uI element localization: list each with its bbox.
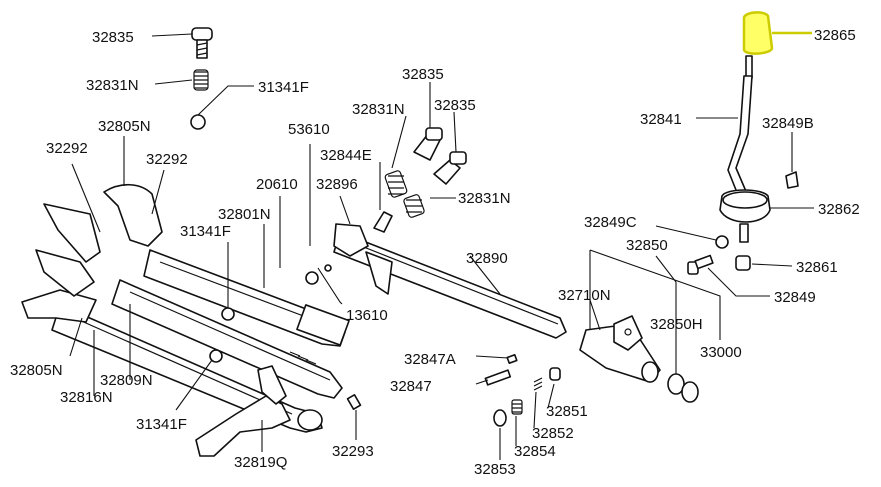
plug-32853	[493, 409, 507, 427]
spring-32854	[511, 399, 523, 415]
label-32851[interactable]: 32851	[546, 403, 588, 420]
boot-32862	[719, 189, 771, 243]
pin-32847A	[506, 354, 518, 364]
pin-32293	[346, 394, 362, 410]
label-32850[interactable]: 32850	[626, 237, 668, 254]
label-32292-right[interactable]: 32292	[146, 151, 188, 168]
seal-33000	[681, 381, 699, 403]
control-rod-32890	[333, 223, 567, 339]
leader-lines	[69, 31, 814, 460]
clip-32849B	[785, 171, 799, 189]
label-32835-mid2[interactable]: 32835	[434, 97, 476, 114]
striking-lever-32850	[579, 315, 661, 383]
label-13610[interactable]: 13610	[346, 307, 388, 324]
label-32816N[interactable]: 32816N	[60, 389, 113, 406]
shift-rod-upper	[143, 249, 350, 347]
clip-13610	[324, 264, 332, 272]
shift-lever-32841	[727, 55, 753, 201]
label-32831N-mid[interactable]: 32831N	[352, 101, 405, 118]
label-32801N[interactable]: 32801N	[218, 206, 271, 223]
label-32849C[interactable]: 32849C	[584, 214, 637, 231]
label-32841[interactable]: 32841	[640, 111, 682, 128]
shift-rod-lower	[51, 304, 323, 433]
label-32835-top[interactable]: 32835	[92, 29, 134, 46]
nut-32861	[735, 255, 751, 271]
label-32835-mid1[interactable]: 32835	[402, 66, 444, 83]
label-32293[interactable]: 32293	[332, 443, 374, 460]
label-31341F-top[interactable]: 31341F	[258, 79, 309, 96]
bolt-32847	[484, 369, 512, 386]
label-32854[interactable]: 32854	[514, 443, 556, 460]
label-53610[interactable]: 53610	[288, 121, 330, 138]
label-32849[interactable]: 32849	[774, 289, 816, 306]
label-32865[interactable]: 32865	[814, 27, 856, 44]
callouts: 32835 32831N 31341F 32805N 32292 32292 3…	[10, 27, 860, 478]
bolt-32849	[687, 254, 714, 275]
label-32805N-bottom[interactable]: 32805N	[10, 362, 63, 379]
shift-fork-32805N-bottom	[21, 249, 97, 323]
label-32847A[interactable]: 32847A	[404, 351, 456, 368]
plunger-32851	[549, 367, 561, 381]
shift-fork-32819Q	[195, 365, 291, 457]
label-32850H[interactable]: 32850H	[650, 316, 703, 333]
bolt-32835-top	[191, 27, 213, 59]
label-32896[interactable]: 32896	[316, 176, 358, 193]
label-31341F-mid[interactable]: 31341F	[180, 223, 231, 240]
ball-31341F-mid	[221, 307, 235, 321]
spring-32831N-top	[193, 69, 209, 91]
ball-31341F-top	[190, 114, 206, 130]
label-33000[interactable]: 33000	[700, 344, 742, 361]
label-32805N-top[interactable]: 32805N	[98, 118, 151, 135]
label-32862[interactable]: 32862	[818, 201, 860, 218]
label-32831N-right[interactable]: 32831N	[458, 190, 511, 207]
label-32890[interactable]: 32890	[466, 250, 508, 267]
label-32292-left[interactable]: 32292	[46, 140, 88, 157]
washer-32849C	[715, 235, 729, 249]
label-32849B[interactable]: 32849B	[762, 115, 814, 132]
label-32852[interactable]: 32852	[532, 425, 574, 442]
label-32861[interactable]: 32861	[796, 259, 838, 276]
label-20610[interactable]: 20610	[256, 176, 298, 193]
ring-20610	[305, 271, 319, 285]
spring-32852	[533, 377, 543, 391]
label-32831N-top[interactable]: 32831N	[86, 77, 139, 94]
shift-rod-middle	[111, 279, 343, 399]
label-32809N[interactable]: 32809N	[100, 372, 153, 389]
shift-fork-32805N-top	[43, 183, 163, 263]
label-32844E[interactable]: 32844E	[320, 147, 372, 164]
label-32853[interactable]: 32853	[474, 461, 516, 478]
detent-parts-mid	[373, 127, 467, 233]
shift-knob-32865[interactable]	[742, 11, 774, 55]
label-32710N[interactable]: 32710N	[558, 287, 611, 304]
label-31341F-bottom[interactable]: 31341F	[136, 416, 187, 433]
label-32847[interactable]: 32847	[390, 378, 432, 395]
ball-31341F-bottom	[209, 349, 223, 363]
label-32819Q[interactable]: 32819Q	[234, 454, 287, 471]
